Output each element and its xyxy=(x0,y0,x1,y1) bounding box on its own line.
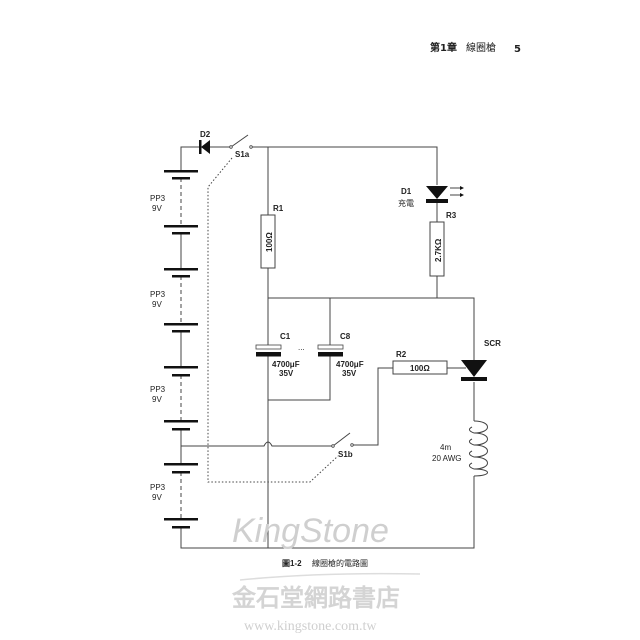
watermark-url: www.kingstone.com.tw xyxy=(244,619,377,634)
d1-note: 充電 xyxy=(398,198,414,208)
battery-3-type: PP3 xyxy=(150,385,166,394)
r3-value: 2.7KΩ xyxy=(434,238,443,262)
watermark-logo: KingStone xyxy=(232,512,389,550)
battery-2-voltage: 9V xyxy=(152,300,162,309)
c8-label: C8 xyxy=(340,332,351,341)
watermark-store: 金石堂網路書店 xyxy=(231,583,400,612)
capacitor-c1 xyxy=(255,344,282,357)
chapter-label: 第1章 xyxy=(430,41,457,54)
wires xyxy=(180,146,475,549)
r3-label: R3 xyxy=(446,211,457,220)
chapter-title: 線圈槍 xyxy=(466,41,496,54)
battery-1-type: PP3 xyxy=(150,194,166,203)
scr-thyristor xyxy=(461,360,487,381)
c8-voltage: 35V xyxy=(342,369,357,378)
r2-label: R2 xyxy=(396,350,407,359)
battery-2-type: PP3 xyxy=(150,290,166,299)
capacitor-c8 xyxy=(317,344,344,357)
r1-value: 100Ω xyxy=(265,232,274,252)
battery-4-type: PP3 xyxy=(150,483,166,492)
diode-d2 xyxy=(199,140,210,154)
figure-number: 圖1-2 xyxy=(282,558,302,568)
r1-label: R1 xyxy=(273,204,284,213)
resistor-r3 xyxy=(429,221,445,277)
c8-value: 4700μF xyxy=(336,360,364,369)
s1b-label: S1b xyxy=(338,450,353,459)
scr-label: SCR xyxy=(484,339,501,348)
coil xyxy=(468,420,488,477)
battery-4-voltage: 9V xyxy=(152,493,162,502)
figure-caption: 線圈槍的電路圖 xyxy=(312,558,368,568)
r2-value: 100Ω xyxy=(410,364,430,373)
switch-s1a xyxy=(229,134,253,149)
battery-stack xyxy=(164,170,198,529)
d2-label: D2 xyxy=(200,130,211,139)
c1-label: C1 xyxy=(280,332,291,341)
switch-s1b xyxy=(331,432,354,448)
coil-gauge: 20 AWG xyxy=(432,454,462,463)
resistor-r1 xyxy=(260,214,276,269)
d1-label: D1 xyxy=(401,187,412,196)
coil-length: 4m xyxy=(440,443,451,452)
capacitor-ellipsis: ... xyxy=(298,343,305,352)
led-d1 xyxy=(426,186,464,203)
watermark-swoosh xyxy=(239,572,421,581)
c1-voltage: 35V xyxy=(279,369,294,378)
battery-3-voltage: 9V xyxy=(152,395,162,404)
resistor-r2 xyxy=(392,360,448,375)
c1-value: 4700μF xyxy=(272,360,300,369)
s1a-label: S1a xyxy=(235,150,250,159)
battery-1-voltage: 9V xyxy=(152,204,162,213)
page-number: 5 xyxy=(514,44,521,55)
